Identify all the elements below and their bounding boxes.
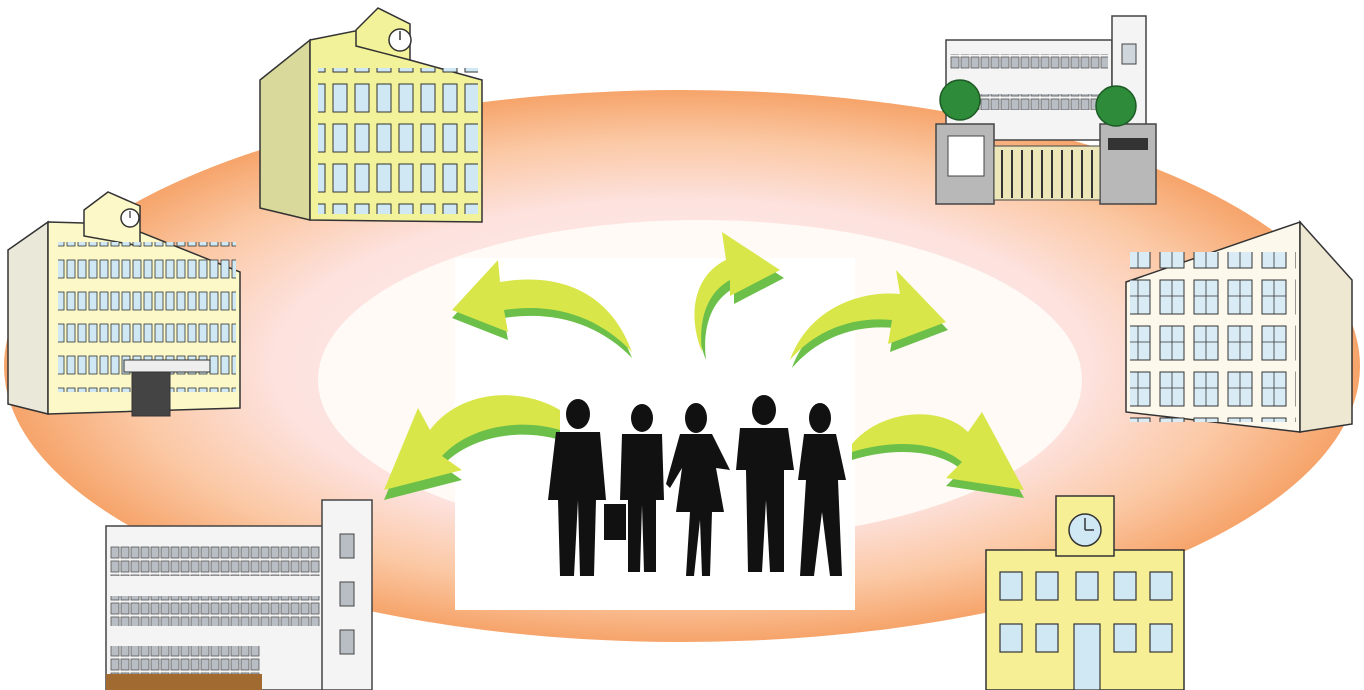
person-4 xyxy=(736,395,794,572)
person-2 xyxy=(604,404,664,572)
clock-tower-school-left xyxy=(7,191,241,417)
arrow-left-top xyxy=(452,260,632,358)
arrow-right-top xyxy=(790,270,948,368)
arrow-up xyxy=(694,232,784,360)
clock-school-bottom-right xyxy=(985,495,1185,690)
person-5 xyxy=(798,403,846,576)
gray-school-bottom-left xyxy=(105,499,373,690)
person-3 xyxy=(666,403,730,576)
clock-tower-school-top xyxy=(259,7,483,223)
arrow-left-bottom xyxy=(384,395,560,500)
person-1 xyxy=(548,399,606,576)
people-group xyxy=(548,395,846,576)
tall-school-right xyxy=(1125,220,1353,433)
arrow-right-bottom xyxy=(852,412,1024,498)
gated-school-top-right xyxy=(935,15,1157,205)
